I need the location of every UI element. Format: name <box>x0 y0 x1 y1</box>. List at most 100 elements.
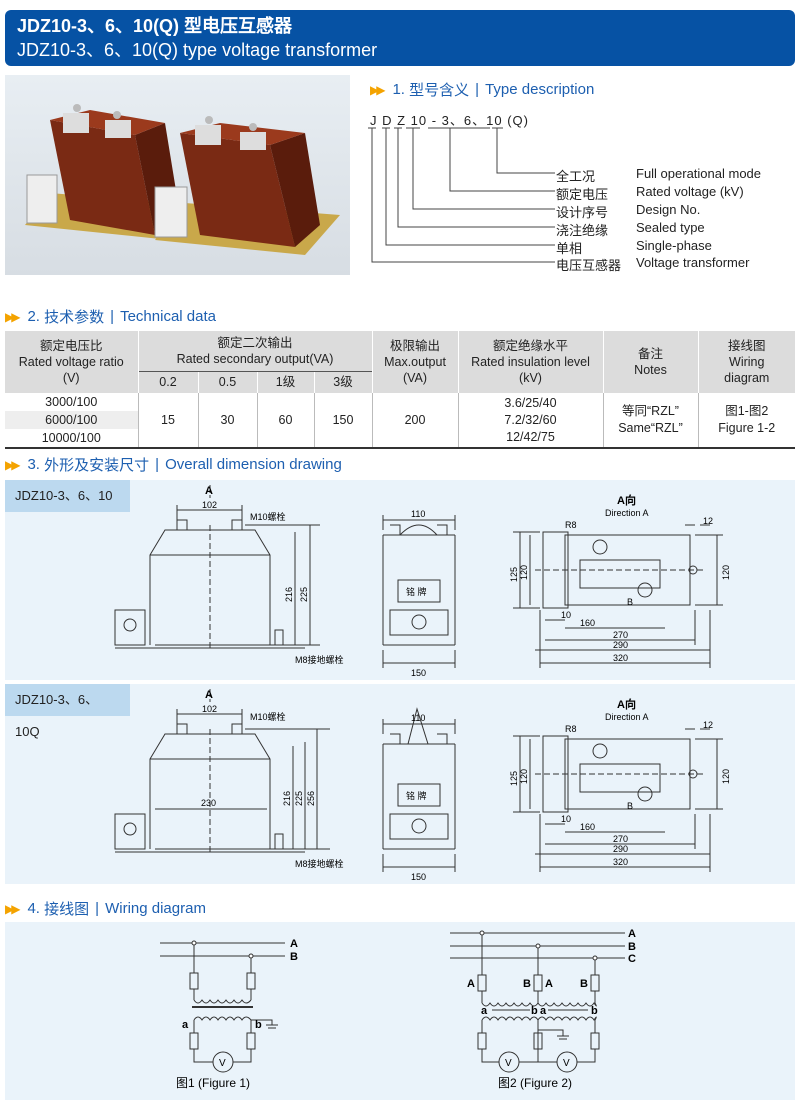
dim-label: 225 <box>294 791 304 806</box>
header-class: 0.2 <box>137 370 198 393</box>
legend-cn: 单相 <box>556 241 583 256</box>
divider: | <box>95 900 100 917</box>
terminal-label: a <box>182 1019 189 1031</box>
dim-label: 铭 牌 <box>406 586 427 597</box>
figure-caption: 图2 (Figure 2) <box>498 1076 572 1090</box>
legend-cn: 电压互感器 <box>556 258 622 273</box>
terminal-label: b <box>531 1005 538 1017</box>
dim-label: 102 <box>202 500 217 510</box>
terminal-label: B <box>580 978 588 990</box>
section-number: 4. <box>27 900 40 917</box>
type-code-leader-lines <box>368 127 555 263</box>
dim-label: A <box>205 485 213 497</box>
transformer-right <box>154 116 340 255</box>
section-title-cn: 外形及安装尺寸 <box>44 457 150 474</box>
dim-label: R8 <box>565 724 577 734</box>
dim-label: 270 <box>613 630 628 640</box>
dim-label: 铭 牌 <box>406 790 427 801</box>
dimension-drawing: A 102 M10螺栓 230 216 225 256 M8接地螺栓 110 铭… <box>114 689 731 882</box>
dim-label: 12 <box>703 720 713 730</box>
dim-label: R8 <box>565 520 577 530</box>
dim-label: A向 <box>617 493 636 507</box>
legend-en: Full operational mode <box>636 166 762 181</box>
dim-label: 120 <box>519 769 529 784</box>
terminal-label: a <box>540 1005 547 1017</box>
dim-label: 120 <box>721 769 731 784</box>
double-arrow-icon: ▶▶ <box>5 309 21 324</box>
dim-label: 256 <box>306 791 316 806</box>
bus-label: B <box>628 941 636 953</box>
header-class: 3级 <box>313 370 372 393</box>
dim-label: 160 <box>580 618 595 628</box>
model-label: JDZ10-3、6、10 <box>5 480 130 512</box>
wiring-diagrams: A B a b V 图1 (Figure 1) A B C A B A B a … <box>160 928 636 1090</box>
divider: | <box>155 456 160 473</box>
dim-label: 110 <box>411 713 425 723</box>
legend-cn: 浇注绝缘 <box>556 223 609 238</box>
section-title-en: Overall dimension drawing <box>165 456 342 473</box>
legend-cn: 额定电压 <box>556 187 609 202</box>
max-output: 200 <box>371 393 458 448</box>
divider: | <box>475 81 480 98</box>
title-cn: JDZ10-3、6、10(Q) 型电压互感器 <box>17 16 293 36</box>
wiring-diagram-panel: A B a b V 图1 (Figure 1) A B C A B A B a … <box>5 922 795 1100</box>
voltmeter-icon: V <box>505 1058 512 1069</box>
title-banner: JDZ10-3、6、10(Q) 型电压互感器 JDZ10-3、6、10(Q) t… <box>5 10 795 66</box>
bus-label: B <box>290 951 298 963</box>
legend-en: Rated voltage (kV) <box>636 184 744 199</box>
section-number: 1. <box>392 81 405 98</box>
dim-label: B <box>627 801 633 811</box>
bus-label: C <box>628 953 636 965</box>
terminal-label: A <box>545 978 553 990</box>
voltmeter-icon: V <box>219 1058 226 1069</box>
dim-label: 120 <box>519 565 529 580</box>
dim-label: 150 <box>411 668 426 678</box>
dim-label: 216 <box>282 791 292 806</box>
dim-label: M10螺栓 <box>250 711 286 722</box>
bus-label: A <box>290 938 298 950</box>
output-class1: 60 <box>256 393 314 448</box>
section-number: 3. <box>27 456 40 473</box>
figure-1 <box>160 940 285 1073</box>
dim-label: 150 <box>411 872 426 882</box>
dim-label: 225 <box>299 587 309 602</box>
dim-label: A向 <box>617 697 636 711</box>
terminal-label: b <box>255 1019 262 1031</box>
type-code: J D Z 10 - 3、6、10 (Q) <box>370 113 529 128</box>
section-title-en: Technical data <box>120 308 216 325</box>
section-title-cn: 接线图 <box>44 901 90 918</box>
voltmeter-icon: V <box>563 1058 570 1069</box>
section-title-en: Wiring diagram <box>105 900 206 917</box>
product-photo <box>5 75 350 275</box>
figure-caption: 图1 (Figure 1) <box>176 1076 250 1090</box>
title-en: JDZ10-3、6、10(Q) type voltage transformer <box>17 40 378 60</box>
dim-label: 320 <box>613 653 628 663</box>
dim-label: 160 <box>580 822 595 832</box>
terminal-label: b <box>591 1005 598 1017</box>
dim-label: M8接地螺栓 <box>295 654 344 665</box>
dim-label: 270 <box>613 834 628 844</box>
legend-en: Voltage transformer <box>636 255 750 270</box>
bus-label: A <box>628 928 636 940</box>
section-title-cn: 技术参数 <box>44 309 105 326</box>
section-title-cn: 型号含义 <box>409 82 470 99</box>
dim-label: 320 <box>613 857 628 867</box>
output-class3: 150 <box>313 393 372 448</box>
dimension-drawing-panel-2: JDZ10-3、6、10Q A 102 M10螺栓 230 216 <box>5 684 795 884</box>
notes-cell: 等同“RZL”Same“RZL” <box>602 393 698 448</box>
dimension-drawing: A 102 M10螺栓 216 225 M8接地螺栓 110 铭 牌 150 A… <box>114 485 731 678</box>
section-number: 2. <box>27 308 40 325</box>
dim-label: 12 <box>703 516 713 526</box>
dim-label: 125 <box>509 771 519 786</box>
output-0.2: 15 <box>137 393 198 448</box>
dim-label: 125 <box>509 567 519 582</box>
